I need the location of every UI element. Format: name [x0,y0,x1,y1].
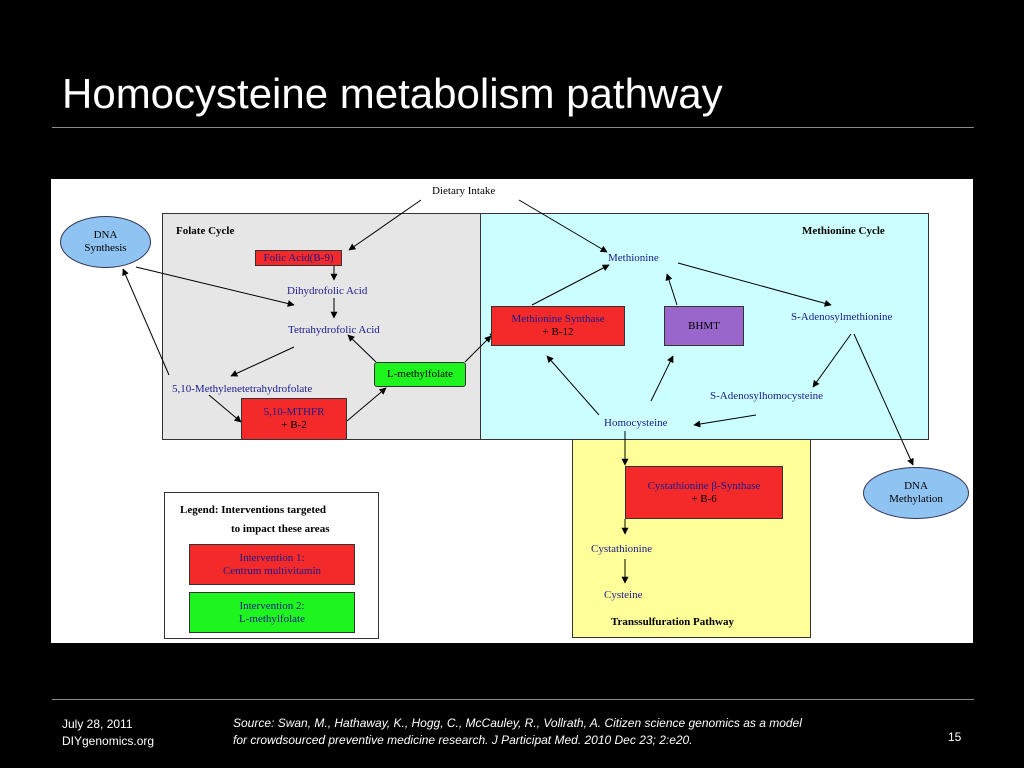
transsulfuration-title: Transsulfuration Pathway [611,616,734,628]
arrow-thf-methylene [230,346,295,377]
arrow-ms-methionine [531,264,610,306]
arrow-hcy-ms [546,355,600,416]
cbs-text-2: + B-6 [691,492,717,505]
bhmt-node: BHMT [664,306,744,346]
pathway-arrows [122,199,914,584]
arrow-methylene-mthfr [208,394,242,423]
footer-divider [52,699,974,700]
same-label: S-Adenosylmethionine [791,311,893,323]
legend-intervention-2-text-1: Intervention 2: [239,599,305,612]
page-number: 15 [948,730,962,744]
arrow-lmf-thf [347,334,377,363]
dna-methylation-text-2: Methylation [889,493,943,505]
l-methylfolate-node: L-methylfolate [374,362,466,387]
mthfr-text-2: + B-2 [281,419,307,431]
homocysteine-label: Homocysteine [604,417,668,429]
arrow-methylene-dna [122,268,170,376]
arrow-same-sah [812,333,852,388]
dna-synthesis-text-1: DNA [93,229,118,241]
legend-intervention-1-text-2: Centrum multivitamin [222,564,322,577]
pathway-diagram: Dietary Intake DNA Synthesis Folate Cycl… [51,179,973,643]
source-citation-line1: Source: Swan, M., Hathaway, K., Hogg, C.… [233,716,802,730]
methionine-synthase-text-1: Methionine Synthase [511,313,605,325]
arrow-bhmt-methionine [665,273,678,306]
methionine-synthase-node: Methionine Synthase + B-12 [491,306,625,346]
source-citation-line2: for crowdsourced preventive medicine res… [233,733,693,747]
tetrahydrofolic-acid-label: Tetrahydrofolic Acid [288,324,380,336]
methylenetetrahydrofolate-label: 5,10-Methylenetetrahydrofolate [172,383,313,395]
folate-cycle-title: Folate Cycle [176,225,235,237]
legend-intervention-1-text-1: Intervention 1: [239,551,305,564]
footer-site: DIYgenomics.org [62,734,155,748]
arrow-same-dnameth [853,333,914,466]
dna-methylation-node: DNA Methylation [863,467,969,519]
legend-intervention-2-text-2: L-methylfolate [239,612,305,625]
arrow-mthfr-lmf [346,387,387,422]
title-divider [52,127,974,128]
arrow-lmf-ms [464,335,492,363]
mthfr-node: 5,10-MTHFR + B-2 [241,398,347,440]
dna-methylation-text-1: DNA [904,480,928,492]
mthfr-text-1: 5,10-MTHFR [263,406,325,418]
legend-title-line1: Legend: Interventions targeted [180,504,327,516]
slide-title: Homocysteine metabolism pathway [62,70,723,117]
arrow-intake-methionine [518,199,608,253]
arrow-hcy-bhmt [650,355,674,402]
footer-date: July 28, 2011 [62,717,133,731]
methionine-cycle-title: Methionine Cycle [802,225,885,237]
arrow-intake-folic [348,199,422,251]
legend-intervention-2: Intervention 2: L-methylfolate [189,592,355,633]
sah-label: S-Adenosylhomocysteine [710,390,824,402]
legend-title-line2: to impact these areas [231,523,330,535]
cystathionine-label: Cystathionine [591,543,653,555]
arrow-dna-synth-thf [135,266,295,307]
cbs-node: Cystathionine β-Synthase + B-6 [625,466,783,519]
dna-synthesis-node: DNA Synthesis [60,216,151,268]
dihydrofolic-acid-label: Dihydrofolic Acid [287,285,368,297]
arrow-sah-hcy [693,414,757,428]
cbs-text-1: Cystathionine β-Synthase [647,479,761,492]
dna-synthesis-text-2: Synthesis [84,242,127,254]
folic-acid-node: Folic Acid(B-9) [255,250,342,266]
methionine-label: Methionine [608,252,659,264]
cysteine-label: Cysteine [604,589,643,601]
legend-intervention-1: Intervention 1: Centrum multivitamin [189,544,355,585]
dietary-intake-label: Dietary Intake [432,185,496,197]
methionine-synthase-text-2: + B-12 [542,326,574,338]
arrow-methionine-same [677,262,832,307]
